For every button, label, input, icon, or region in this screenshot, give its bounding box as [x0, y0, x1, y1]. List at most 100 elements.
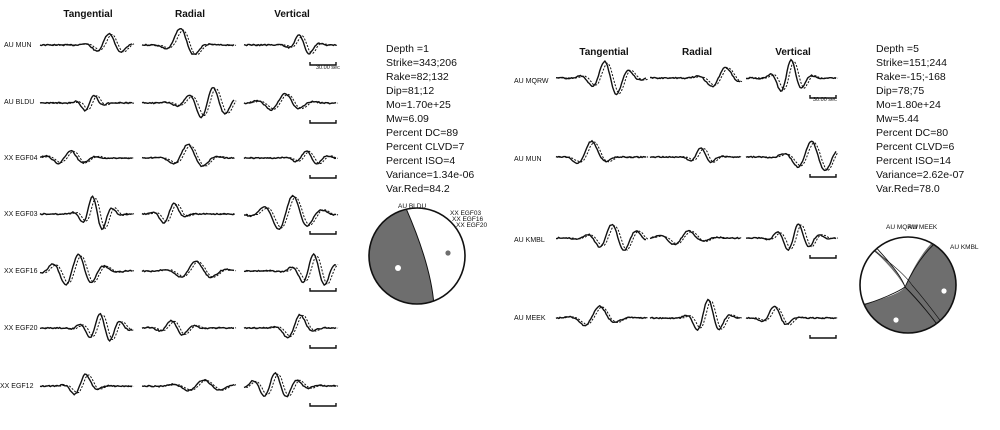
synthetic-waveform — [245, 35, 339, 54]
left-beachball: AU BLDU XX EGF03 XX EGF16 XX EGF20 — [368, 203, 487, 305]
synthetic-waveform — [651, 67, 743, 86]
observed-waveform — [243, 252, 337, 286]
synthetic-waveform — [41, 150, 135, 164]
synthetic-waveform — [652, 300, 743, 330]
observed-waveform — [555, 304, 647, 327]
time-scale-bar — [309, 62, 337, 66]
synthetic-waveform — [558, 62, 649, 95]
left-beachball-station-label: XX EGF16 — [452, 216, 483, 223]
synthetic-waveform — [144, 29, 237, 56]
time-scale-bar — [309, 288, 337, 292]
right-solution-line: Mo=1.80e+24 — [876, 99, 941, 111]
left-beachball-station-label: XX EGF20 — [456, 222, 487, 229]
left-panel: Tangential Radial Vertical AU MUN AU BLD… — [0, 9, 487, 407]
left-beachball-t-axis — [395, 265, 401, 271]
synthetic-waveform — [143, 145, 237, 168]
left-station-label: XX EGF03 — [4, 211, 38, 218]
observed-waveform — [39, 195, 133, 231]
left-waveform-grid — [39, 27, 339, 407]
left-beachball-p-axis — [445, 250, 451, 256]
observed-waveform — [555, 60, 647, 96]
observed-waveform — [745, 140, 837, 172]
time-scale-bar — [809, 174, 837, 178]
right-solution-line: Var.Red=78.0 — [876, 183, 940, 195]
observed-waveform — [39, 312, 133, 342]
right-solution-line: Percent ISO=14 — [876, 155, 951, 167]
right-beachball-t-axis — [941, 288, 947, 294]
right-beachball-station-label: AU MQRW — [886, 224, 919, 231]
time-scale-bar — [309, 403, 337, 407]
left-station-label: AU MUN — [4, 42, 32, 49]
left-solution-line: Percent ISO=4 — [386, 155, 455, 167]
observed-waveform — [243, 371, 337, 398]
synthetic-waveform — [41, 255, 135, 284]
right-beachball-station-label: AU MEEK — [908, 224, 938, 231]
left-beachball-compressional-quadrant — [369, 208, 434, 304]
left-header-radial: Radial — [175, 9, 205, 20]
right-beachball-compressional-quadrant — [860, 237, 956, 333]
left-station-label: XX EGF04 — [4, 155, 38, 162]
left-solution-line: Var.Red=84.2 — [386, 183, 450, 195]
observed-waveform — [745, 305, 836, 326]
right-station-label: AU MQRW — [514, 78, 549, 85]
synthetic-waveform — [41, 33, 135, 53]
observed-waveform — [555, 139, 647, 165]
time-scale-bar — [309, 175, 337, 179]
time-scale-bar — [309, 345, 337, 349]
right-station-label: AU KMBL — [514, 237, 545, 244]
left-solution-line: Percent DC=89 — [386, 127, 458, 139]
observed-waveform — [141, 86, 235, 119]
synthetic-waveform — [245, 255, 339, 285]
synthetic-waveform — [651, 148, 743, 163]
left-station-label: AU BLDU — [4, 99, 34, 106]
right-solution-line: Dip=78;75 — [876, 85, 924, 97]
time-scale-bar — [309, 120, 337, 124]
synthetic-waveform — [557, 141, 649, 163]
synthetic-waveform — [143, 320, 237, 335]
left-scale-label: 30.00 sec — [316, 65, 340, 71]
right-beachball-station-label: AU KMBL — [950, 244, 979, 251]
observed-waveform — [649, 298, 741, 332]
observed-waveform — [40, 149, 133, 165]
synthetic-waveform — [747, 306, 839, 326]
time-scale-bar — [809, 255, 837, 259]
synthetic-waveform — [245, 314, 339, 338]
right-scale-label: 30.00 sec — [813, 97, 837, 103]
right-waveform-grid — [555, 58, 839, 339]
synthetic-waveform — [245, 93, 339, 110]
observed-waveform — [746, 58, 837, 93]
observed-waveform — [141, 27, 235, 55]
observed-waveform — [243, 194, 336, 230]
observed-waveform — [650, 66, 741, 88]
left-header-tangential: Tangential — [63, 9, 112, 20]
observed-waveform — [141, 143, 235, 168]
observed-waveform — [556, 223, 646, 251]
observed-waveform — [141, 202, 235, 224]
observed-waveform — [243, 313, 337, 339]
right-station-label: AU MUN — [514, 156, 542, 163]
synthetic-waveform — [143, 379, 237, 391]
synthetic-waveform — [558, 306, 649, 326]
right-header-radial: Radial — [682, 47, 712, 58]
synthetic-waveform — [143, 260, 237, 278]
right-header-vertical: Vertical — [775, 47, 811, 58]
right-solution-line: Mw=5.44 — [876, 113, 919, 125]
left-solution-line: Rake=82;132 — [386, 71, 449, 83]
right-beachball-p-axis — [893, 317, 899, 323]
synthetic-waveform — [41, 95, 135, 111]
left-solution-line: Depth =1 — [386, 43, 429, 55]
right-solution-line: Strike=151;244 — [876, 57, 947, 69]
observed-waveform — [649, 229, 741, 246]
synthetic-waveform — [41, 314, 135, 341]
left-solution-line: Mw=6.09 — [386, 113, 429, 125]
left-station-label: XX EGF12 — [0, 383, 34, 390]
synthetic-waveform — [747, 224, 839, 250]
observed-waveform — [141, 260, 235, 279]
right-panel: Tangential Radial Vertical AU MQRW AU MU… — [514, 43, 979, 339]
synthetic-waveform — [143, 88, 237, 117]
synthetic-waveform — [41, 197, 135, 230]
left-station-label: XX EGF16 — [4, 268, 38, 275]
observed-waveform — [649, 147, 741, 164]
observed-waveform — [39, 373, 133, 396]
